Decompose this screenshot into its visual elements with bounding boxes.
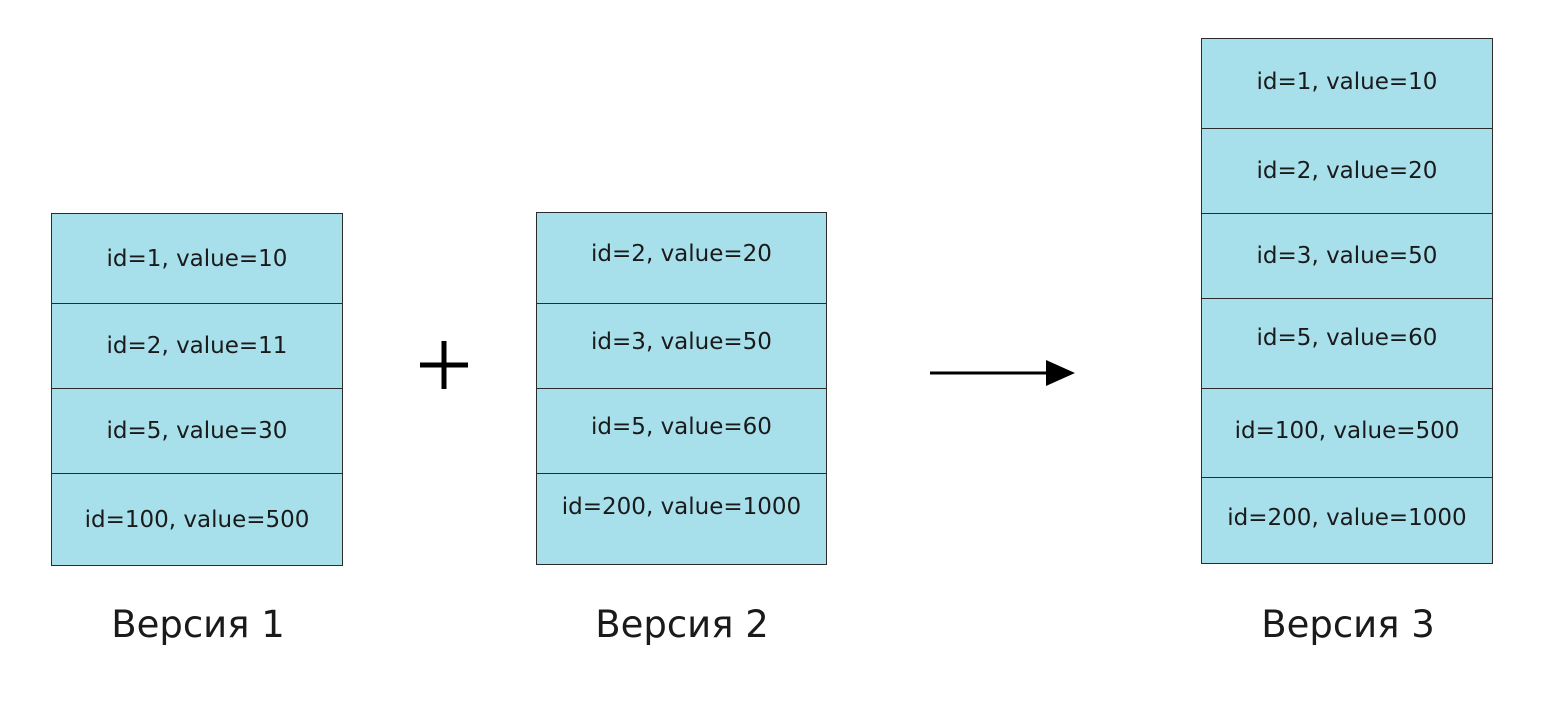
table-row: id=2, value=20: [1202, 129, 1492, 214]
table-row: id=100, value=500: [1202, 389, 1492, 478]
table-row: id=5, value=60: [537, 389, 826, 474]
table-row: id=200, value=1000: [1227, 504, 1467, 531]
table-row: id=2, value=11: [52, 304, 342, 389]
version-1-table: id=1, value=10 id=2, value=11 id=5, valu…: [51, 213, 343, 566]
table-row: id=100, value=500: [84, 506, 310, 533]
version-2-table: id=2, value=20 id=3, value=50 id=5, valu…: [536, 212, 827, 565]
plus-icon: [420, 341, 468, 389]
table-row: id=5, value=30: [52, 389, 342, 474]
table-row: id=1, value=10: [1202, 39, 1492, 129]
table-row: id=3, value=50: [1202, 214, 1492, 299]
table-row: id=2, value=20: [537, 213, 826, 304]
version-2-caption: Версия 2: [595, 603, 769, 646]
version-3-caption: Версия 3: [1261, 603, 1435, 646]
table-row: id=3, value=50: [537, 304, 826, 389]
arrow-right-icon: [930, 360, 1075, 386]
table-row: id=5, value=60: [1202, 299, 1492, 389]
table-row: id=1, value=10: [52, 214, 342, 304]
version-3-table: id=1, value=10 id=2, value=20 id=3, valu…: [1201, 38, 1493, 564]
version-1-caption: Версия 1: [111, 603, 285, 646]
table-row: id=200, value=1000: [561, 494, 802, 520]
